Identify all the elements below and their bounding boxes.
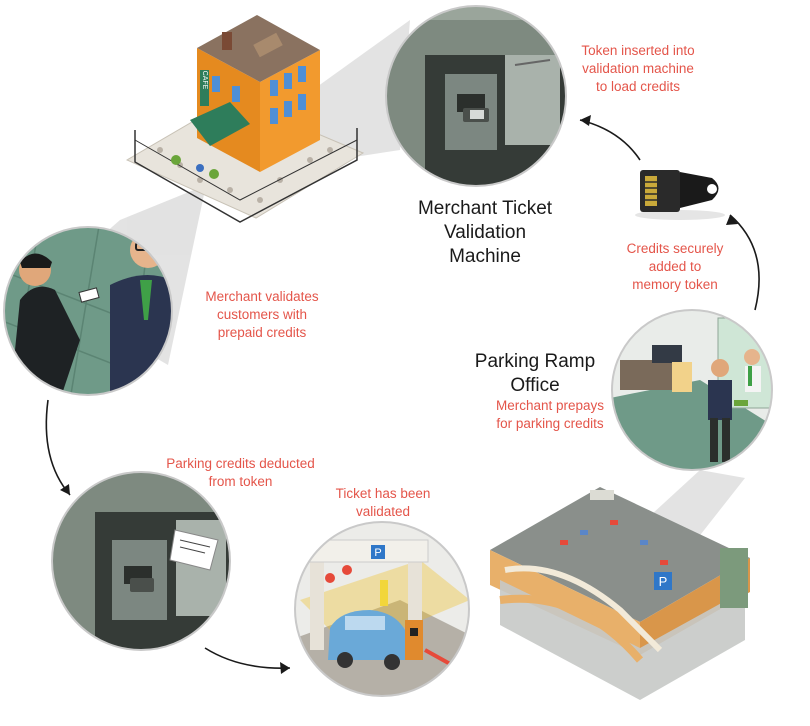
label-merchant-validates: Merchant validates customers with prepai… — [205, 289, 319, 341]
bottom-mid-circle-frame — [294, 521, 470, 697]
cafe-sign: CAFE — [201, 71, 208, 90]
label-merchant-prepays: Merchant prepays for parking credits — [495, 398, 605, 432]
top-circle-frame — [385, 5, 567, 187]
parking-office-scene — [612, 310, 772, 470]
right-circle-frame — [611, 309, 773, 471]
label-token-inserted: Token inserted into validation machine t… — [581, 43, 695, 95]
gate-parking-sign: P — [374, 547, 381, 559]
memory-token — [635, 170, 725, 220]
parking-ramp: P — [490, 487, 750, 700]
token-insert-scene — [386, 6, 566, 186]
credits-deducted-scene — [52, 472, 230, 650]
cafe-building: CAFE — [125, 15, 365, 223]
bottom-left-circle-frame — [51, 471, 231, 651]
ramp-parking-sign: P — [659, 574, 668, 589]
label-merchant-machine: Merchant Ticket Validation Machine — [417, 198, 553, 267]
label-credits-deducted: Parking credits deducted from token — [166, 456, 315, 490]
arrowheads — [60, 115, 738, 674]
label-ticket-validated: Ticket has been validated — [335, 486, 431, 520]
label-credits-added: Credits securely added to memory token — [626, 241, 724, 293]
left-circle-frame — [3, 226, 173, 396]
label-parking-ramp-office: Parking Ramp Office — [474, 351, 596, 396]
ticket-validated-scene: P — [295, 522, 469, 696]
